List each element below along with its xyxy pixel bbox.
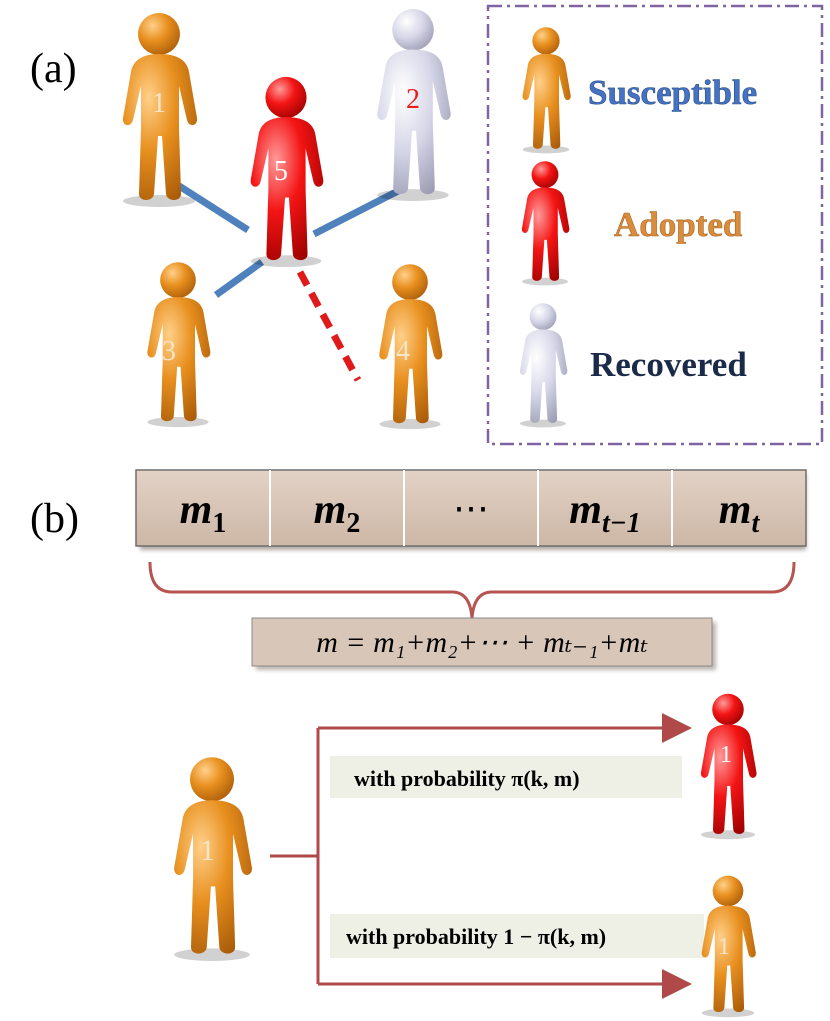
person-5-adopted: 5 — [250, 76, 324, 268]
lower-label-box — [330, 914, 704, 958]
panel-a-label: (a) — [30, 46, 77, 92]
person-1-number: 1 — [152, 88, 166, 119]
upper-label: with probability π(k, m) — [354, 766, 580, 791]
cell-m2 — [269, 469, 405, 547]
transition-person: 1 — [174, 757, 252, 961]
person-5-number: 5 — [274, 156, 288, 187]
person-3-number: 3 — [162, 336, 176, 367]
result-susceptible-person: 1 — [701, 875, 756, 1018]
person-4-susceptible: 4 — [379, 264, 443, 430]
upper-label-box — [330, 756, 682, 798]
panel-b-label: (b) — [30, 496, 79, 542]
sum-formula: m = m₁+m₂+⋯ + mₜ₋₁+mₜ — [316, 626, 648, 659]
message-sequence: m1 m2 ⋯ mt−1 mt — [135, 469, 807, 550]
sum-brace — [148, 561, 796, 619]
person-2-number: 2 — [406, 84, 420, 115]
edge-3-5 — [213, 259, 265, 298]
person-4-number: 4 — [396, 336, 410, 367]
legend-susceptible-label: Susceptible — [588, 73, 757, 112]
legend-recovered-figure — [519, 303, 568, 428]
result-adopted-person: 1 — [700, 693, 757, 840]
legend-adopted: Adopted — [521, 161, 743, 286]
result-susceptible-number: 1 — [718, 934, 730, 960]
edge-4-5-dashed — [296, 270, 362, 382]
person-2-recovered: 2 — [377, 8, 451, 202]
person-1-susceptible: 1 — [122, 13, 198, 207]
cell-ellipsis-label: ⋯ — [453, 488, 489, 528]
edge-1-5 — [174, 181, 250, 233]
person-3-susceptible: 3 — [147, 262, 211, 428]
cell-mt-1-label: mt−1 — [569, 487, 640, 539]
transition-person-number: 1 — [200, 834, 215, 867]
cell-m1 — [135, 469, 271, 547]
sum-formula-box — [251, 617, 713, 667]
result-adopted-number: 1 — [720, 742, 732, 768]
legend-susceptible: Susceptible — [522, 27, 758, 154]
cell-mt — [671, 469, 807, 547]
legend-adopted-label: Adopted — [614, 205, 743, 244]
legend-box — [486, 4, 824, 446]
legend-recovered: Recovered — [519, 303, 747, 428]
lower-label: with probability 1 − π(k, m) — [346, 924, 606, 949]
legend-adopted-figure — [521, 161, 570, 286]
legend-susceptible-figure — [522, 27, 571, 154]
legend-recovered-label: Recovered — [590, 345, 747, 384]
